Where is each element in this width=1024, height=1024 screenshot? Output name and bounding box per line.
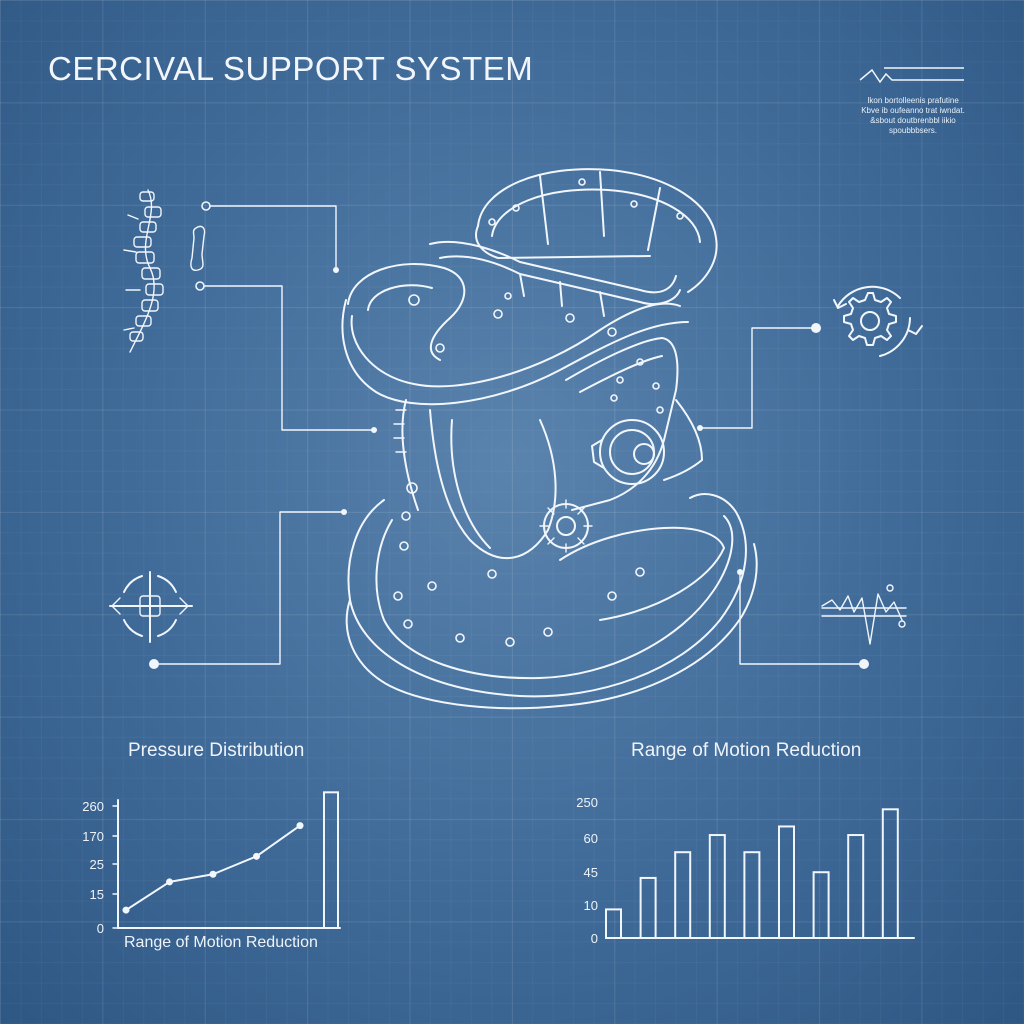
bar: [674, 851, 692, 940]
y-tick-label: 15: [90, 887, 104, 902]
bar: [639, 876, 657, 940]
bar: [881, 808, 899, 939]
gear-rotate-icon: [833, 285, 923, 357]
spine-icon: [123, 189, 164, 353]
bar: [847, 834, 865, 939]
y-tick-label: 250: [576, 795, 598, 810]
bar: [743, 851, 761, 940]
waveform-icon: [821, 584, 907, 645]
y-tick-label: 25: [90, 857, 104, 872]
y-tick-label: 260: [82, 799, 104, 814]
zigzag-signal-icon: [859, 67, 964, 84]
data-point: [122, 906, 130, 914]
y-tick-label: 170: [82, 829, 104, 844]
bar: [708, 834, 726, 939]
y-tick-label: 0: [97, 921, 104, 936]
bar: [812, 871, 830, 939]
note-line: &sbout doutbrenbbl iikio: [870, 116, 956, 125]
note-line: Kbve ib oufeanno trat iwndat.: [861, 106, 965, 115]
callout-lines: [149, 201, 869, 669]
chart-title: Pressure Distribution: [128, 740, 305, 761]
y-tick-label: 0: [591, 931, 598, 946]
y-tick-label: 45: [584, 865, 598, 880]
x-axis-label: Range of Motion Reduction: [124, 934, 318, 951]
bar: [778, 825, 795, 940]
bar: [605, 908, 622, 940]
vertebra-icon: [190, 225, 206, 272]
data-point: [209, 870, 217, 878]
note-line: spoubbbsers.: [888, 126, 938, 135]
data-point: [166, 878, 173, 886]
cervical-collar: [341, 168, 758, 710]
y-tick-label: 10: [584, 898, 598, 913]
bar: [323, 791, 339, 929]
note-line: Ikon bortolleenis prafutine: [867, 96, 959, 105]
target-alignment-icon: [109, 571, 193, 643]
y-tick-label: 60: [584, 831, 598, 846]
annotation-note: Ikon bortolleenis prafutine Kbve ib oufe…: [850, 66, 976, 136]
page-title: CERCIVAL SUPPORT SYSTEM: [48, 50, 534, 87]
chart-title: Range of Motion Reduction: [631, 740, 862, 761]
data-point: [296, 822, 304, 830]
data-point: [253, 852, 260, 860]
